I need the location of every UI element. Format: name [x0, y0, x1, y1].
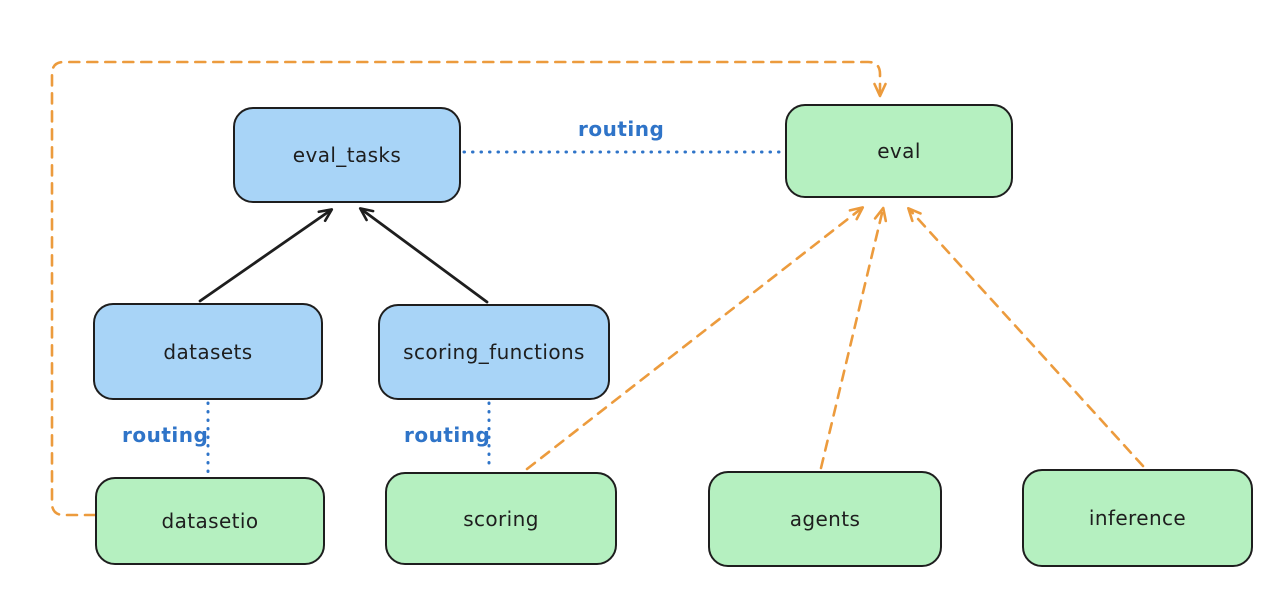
node-scoring: scoring: [385, 472, 617, 565]
node-inference: inference: [1022, 469, 1253, 567]
routing-label-scoring-functions-scoring: routing: [404, 423, 491, 447]
edge-agents-to-eval: [819, 206, 888, 470]
edge-scoring-to-eval: [525, 206, 865, 471]
node-agents-label: agents: [789, 507, 861, 531]
edge-scoring-functions-to-eval-tasks: [358, 207, 489, 304]
node-scoring-functions-label: scoring_functions: [403, 340, 585, 364]
node-datasetio: datasetio: [95, 477, 325, 565]
node-scoring-functions: scoring_functions: [378, 304, 610, 400]
node-datasetio-label: datasetio: [161, 509, 259, 533]
node-inference-label: inference: [1088, 506, 1187, 530]
node-datasets-label: datasets: [163, 339, 253, 364]
routing-label-eval-tasks-eval: routing: [578, 117, 665, 141]
node-eval-label: eval: [877, 139, 921, 163]
node-eval-tasks: eval_tasks: [233, 107, 461, 203]
node-scoring-label: scoring: [463, 506, 539, 531]
edge-datasetio-to-eval: [50, 60, 887, 517]
routing-label-datasets-datasetio: routing: [122, 423, 209, 447]
edge-datasets-to-eval-tasks: [198, 208, 334, 303]
node-datasets: datasets: [93, 303, 323, 400]
edge-inference-to-eval: [907, 206, 1145, 468]
node-agents: agents: [708, 471, 942, 567]
node-eval: eval: [785, 104, 1013, 198]
node-eval-tasks-label: eval_tasks: [292, 143, 402, 167]
